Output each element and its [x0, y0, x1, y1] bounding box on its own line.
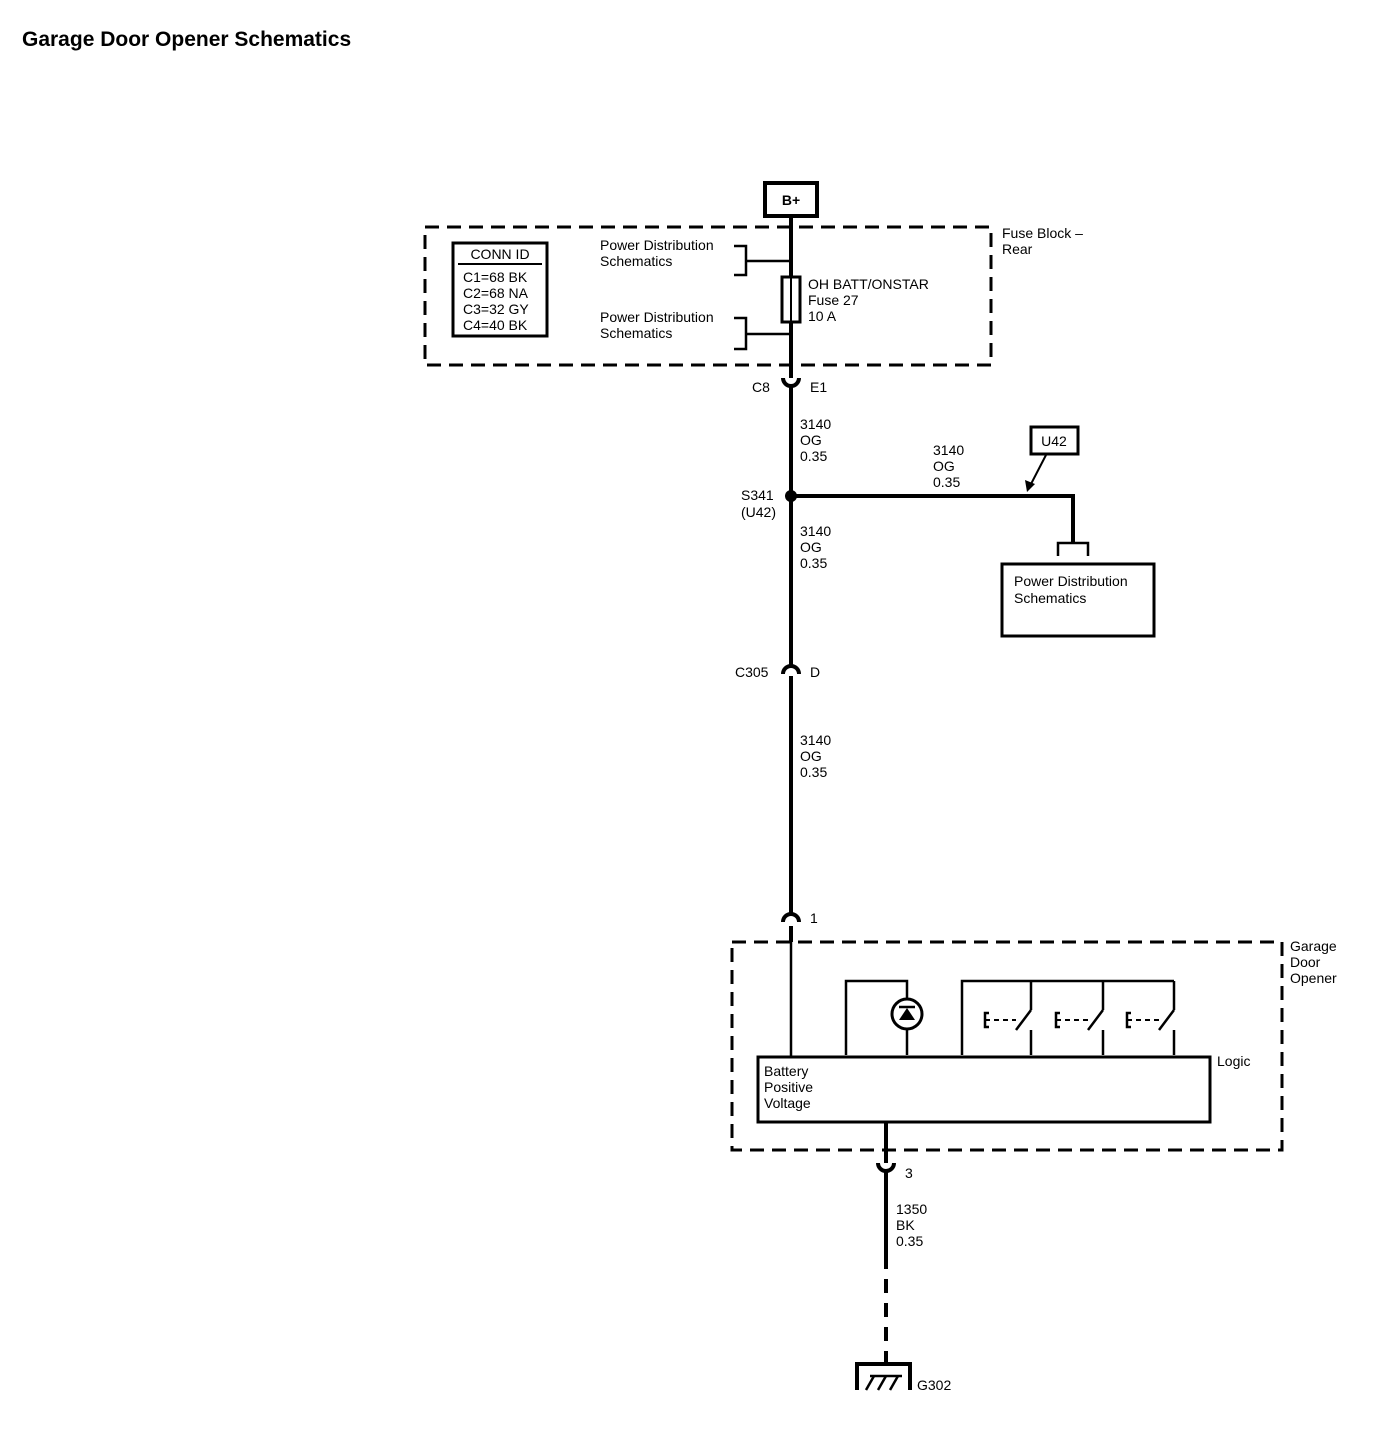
wire-color: OG: [800, 748, 822, 764]
connector-c305-label: C305: [735, 664, 769, 680]
power-distribution-ref-bottom: Power Distribution: [600, 309, 714, 325]
splice-option-label: (U42): [741, 504, 776, 520]
branch-circuit-number: 3140: [933, 442, 964, 458]
option-arrow-line: [1030, 454, 1047, 485]
connector-c8-symbol: [781, 377, 801, 388]
conn-id-row: C2=68 NA: [463, 285, 529, 301]
connector-c8-label: C8: [752, 379, 770, 395]
option-arrow-head: [1025, 480, 1035, 492]
connector-pin1-symbol: [781, 912, 801, 923]
wire-gauge: 0.35: [800, 448, 827, 464]
conn-id-row: C3=32 GY: [463, 301, 529, 317]
ground-circuit-number: 1350: [896, 1201, 927, 1217]
option-tag-label: U42: [1041, 433, 1067, 449]
wire-color: OG: [800, 432, 822, 448]
ground-wire-gauge: 0.35: [896, 1233, 923, 1249]
input-label-3: Voltage: [764, 1095, 811, 1111]
branch-connector-symbol: [1056, 541, 1090, 556]
logic-label: Logic: [1217, 1053, 1250, 1069]
module-name: Garage: [1290, 938, 1337, 954]
branch-ref-label: Power Distribution: [1014, 573, 1128, 589]
logic-block: [756, 1055, 1212, 1124]
branch-wire-gauge: 0.35: [933, 474, 960, 490]
connector-pin3-symbol: [876, 1162, 896, 1173]
wire-gauge: 0.35: [800, 555, 827, 571]
battery-source-label: B+: [782, 192, 800, 208]
ref-bracket-bottom: [734, 316, 791, 351]
wire-3140-branch: [791, 494, 1075, 543]
fuse-block-name-2: Rear: [1002, 241, 1033, 257]
connector-d-label: D: [810, 664, 820, 680]
battery-source-box: [763, 181, 819, 218]
pushbutton-switch-1: [983, 1009, 1032, 1031]
connector-c305-symbol: [781, 664, 801, 675]
power-distribution-ref-bottom-2: Schematics: [600, 325, 672, 341]
fuse-number: Fuse 27: [808, 292, 859, 308]
power-distribution-ref-top-2: Schematics: [600, 253, 672, 269]
garage-door-opener-boundary: [730, 940, 1284, 1152]
connector-pin1-label: 1: [810, 910, 818, 926]
fuse-block-name: Fuse Block –: [1002, 225, 1083, 241]
wire-circuit-number: 3140: [800, 416, 831, 432]
power-distribution-ref-top: Power Distribution: [600, 237, 714, 253]
module-name-2: Door: [1290, 954, 1321, 970]
fuse-rating: 10 A: [808, 308, 837, 324]
input-label: Battery: [764, 1063, 808, 1079]
conn-id-row: C1=68 BK: [463, 269, 528, 285]
ground-wire-color: BK: [896, 1217, 915, 1233]
wire-color: OG: [800, 539, 822, 555]
input-label-2: Positive: [764, 1079, 813, 1095]
page-title: Garage Door Opener Schematics: [22, 28, 352, 51]
ground-g302-icon: [855, 1362, 912, 1391]
led-diode-triangle: [899, 1008, 915, 1020]
conn-id-header: CONN ID: [470, 246, 529, 262]
module-name-3: Opener: [1290, 970, 1337, 986]
option-tag-u42: [1029, 425, 1080, 456]
connector-e1-label: E1: [810, 379, 827, 395]
branch-ref-label-2: Schematics: [1014, 590, 1086, 606]
ref-bracket-top: [734, 244, 791, 277]
pushbutton-switch-2: [1054, 1009, 1104, 1031]
conn-id-row: C4=40 BK: [463, 317, 528, 333]
wire-circuit-number: 3140: [800, 732, 831, 748]
wire-gauge: 0.35: [800, 764, 827, 780]
power-distribution-ref-box: [1000, 562, 1156, 638]
pushbutton-switch-3: [1125, 1009, 1175, 1031]
branch-wire-color: OG: [933, 458, 955, 474]
fuse-name: OH BATT/ONSTAR: [808, 276, 929, 292]
conn-id-table: [451, 241, 549, 338]
wire-circuit-number: 3140: [800, 523, 831, 539]
splice-label: S341: [741, 487, 774, 503]
connector-pin3-label: 3: [905, 1165, 913, 1181]
switch-common-rail: [960, 979, 1174, 1055]
ground-label: G302: [917, 1377, 951, 1393]
